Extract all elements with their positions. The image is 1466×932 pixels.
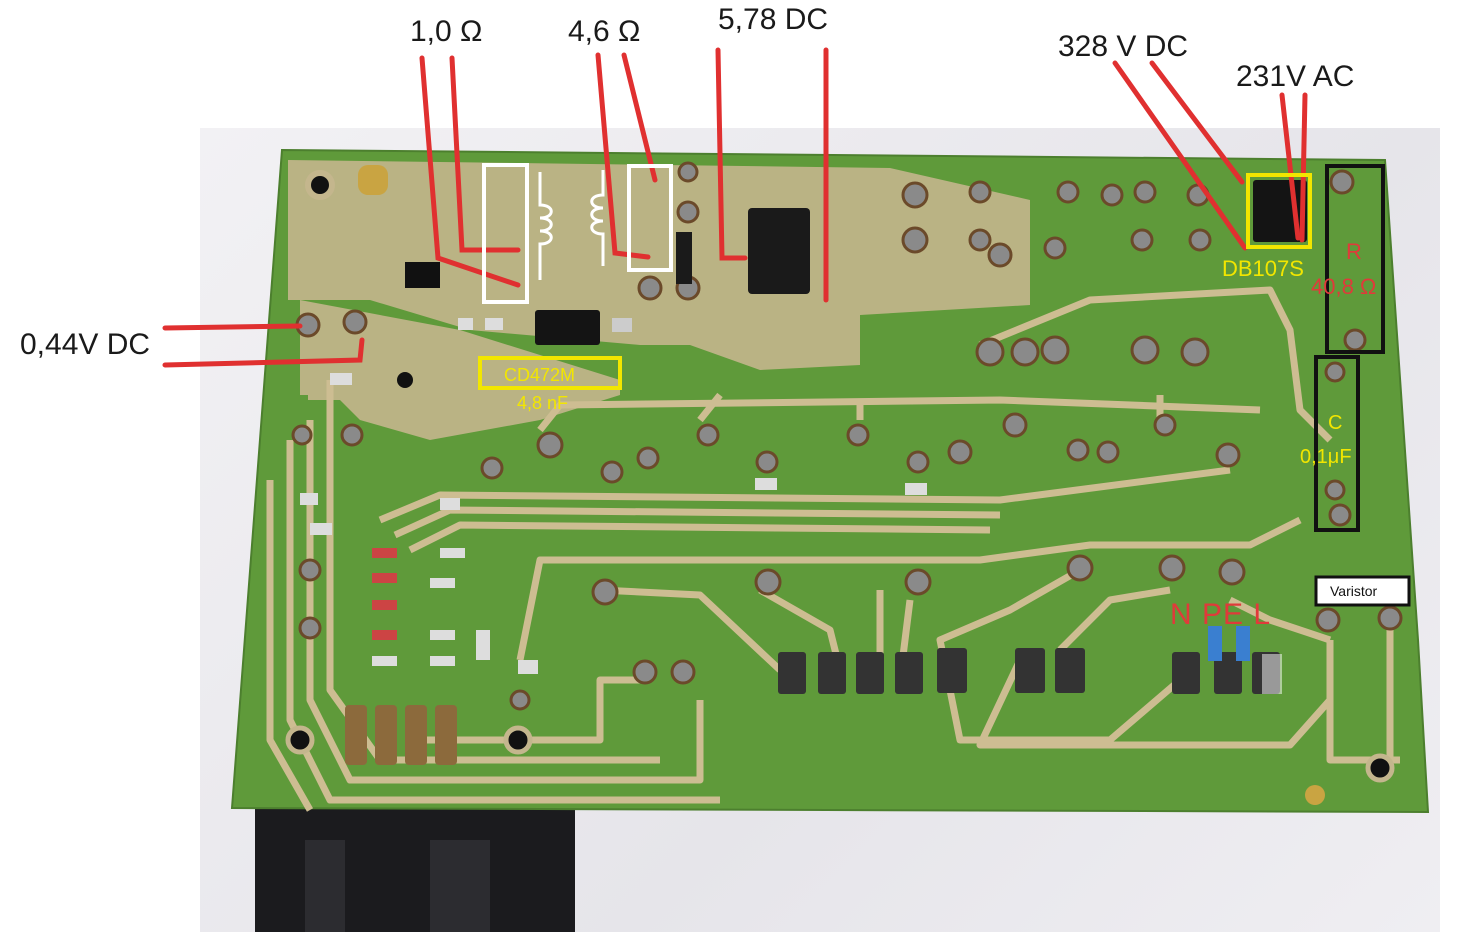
label-voltage-ac-in: 231V AC bbox=[1236, 60, 1355, 93]
inductor-icon bbox=[538, 170, 605, 280]
label-y-cap-value: 4,8 nF bbox=[517, 393, 569, 413]
header-pins bbox=[345, 705, 457, 765]
annotation-lines bbox=[162, 47, 1308, 368]
label-resistance-1: 1,0 Ω bbox=[410, 15, 483, 48]
label-resistance-2: 4,6 Ω bbox=[568, 15, 641, 48]
label-capacitor-value: 0,1μF bbox=[1300, 446, 1352, 468]
smd-components bbox=[300, 208, 927, 674]
label-resistor-letter: R bbox=[1346, 239, 1362, 264]
varistor-box bbox=[1314, 575, 1411, 607]
connector-block bbox=[255, 805, 575, 932]
label-voltage-tny: 5,78 DC bbox=[718, 3, 829, 36]
label-capacitor-letter: C bbox=[1328, 412, 1343, 434]
yellow-boxes bbox=[478, 173, 1312, 390]
label-voltage-dc-bus: 328 V DC bbox=[1058, 30, 1189, 63]
mounting-holes bbox=[285, 165, 1395, 805]
label-y-cap-part: CD472M bbox=[504, 365, 576, 385]
label-rectifier-part: DB107S bbox=[1222, 256, 1304, 281]
black-boxes bbox=[1314, 164, 1385, 532]
inductor-boxes bbox=[482, 163, 673, 304]
label-varistor: Varistor bbox=[1330, 583, 1378, 599]
solder-joints bbox=[291, 161, 1403, 711]
label-resistor-value: 40,8 Ω bbox=[1311, 274, 1377, 299]
copper-planes bbox=[288, 160, 1030, 440]
label-voltage-output: 0,44V DC bbox=[20, 328, 151, 361]
terminal-blocks bbox=[778, 648, 1280, 694]
label-terminals: N PE L bbox=[1170, 598, 1272, 631]
